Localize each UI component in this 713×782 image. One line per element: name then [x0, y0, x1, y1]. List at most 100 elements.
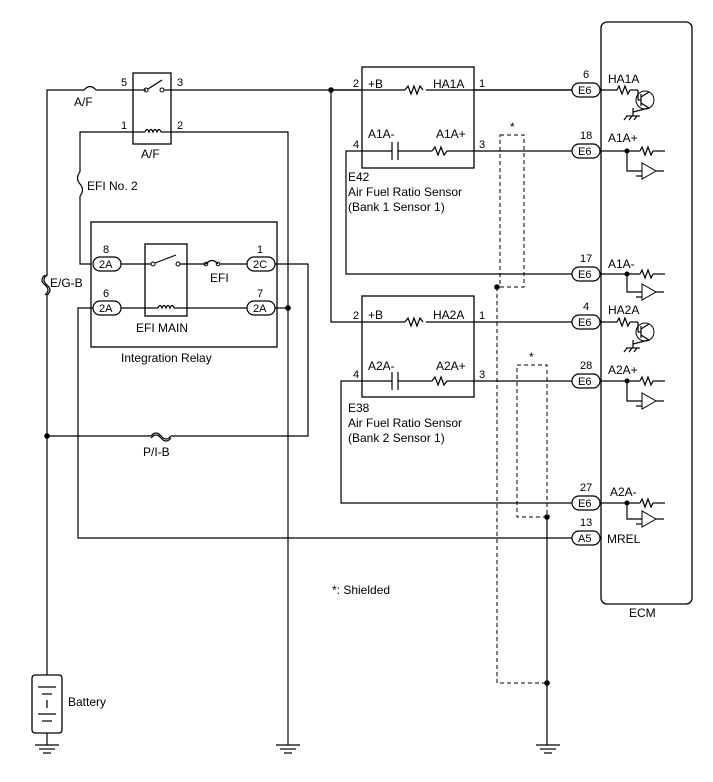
efi-main-switch	[121, 254, 206, 267]
junction-shield-3	[544, 680, 550, 686]
ecm-pin-18: 18	[580, 130, 592, 142]
ir-conn-2a-upper-label: 2A	[99, 259, 113, 271]
sensor1-heater: HA1A	[433, 77, 464, 91]
sensor1-plusb: +B	[368, 77, 383, 91]
ecm-pin-13: 13	[580, 517, 592, 529]
wire-top-rail	[46, 89, 84, 560]
wire-af-coil-2	[171, 131, 289, 745]
sensor2-pos: A2A+	[436, 359, 466, 373]
junction-7	[285, 305, 291, 311]
sensor2-code: E38	[348, 401, 370, 415]
sensor2-box	[361, 295, 475, 398]
sensor1-element	[362, 142, 474, 160]
shield-1	[499, 134, 525, 288]
efi-main-label: EFI MAIN	[136, 321, 188, 335]
ecm-signal-a2a-plus: A2A+	[608, 363, 638, 377]
ecm-signal-ha1a: HA1A	[608, 72, 639, 86]
af-relay-pin-3: 3	[177, 77, 183, 89]
battery-cells	[38, 686, 56, 722]
efi-main-coil	[121, 304, 247, 310]
ecm-heater-driver-1	[600, 84, 655, 121]
ecm-pin-4: 4	[583, 301, 589, 313]
ecm-conn-a5: A5	[578, 533, 591, 545]
ecm-heater-driver-2	[600, 316, 655, 353]
junction-shield-1	[494, 284, 500, 290]
ground-battery	[35, 744, 59, 754]
sensor2-neg: A2A-	[368, 359, 395, 373]
ir-conn-2a-right-label: 2A	[253, 303, 267, 315]
ecm-input-a2a-minus	[600, 497, 665, 528]
wire-af-coil-1	[79, 131, 133, 172]
af-relay-box	[132, 72, 172, 145]
sensor2-plusb: +B	[368, 308, 383, 322]
sensor2-pin-2: 2	[353, 310, 359, 322]
sensor2-position: (Bank 2 Sensor 1)	[348, 431, 445, 445]
ecm-pin-17: 17	[580, 253, 592, 265]
ecm-terminal: 27 E6 A2A-	[571, 482, 637, 511]
ecm-conn-e6-6: E6	[578, 498, 591, 510]
sensor2-pin-4: 4	[353, 369, 359, 381]
ir-pin-7: 7	[257, 288, 263, 300]
sensor1-pin-2: 2	[353, 78, 359, 90]
sensor2-name: Air Fuel Ratio Sensor	[348, 416, 462, 430]
af-relay-pin-2: 2	[177, 120, 183, 132]
sensor1-code: E42	[348, 170, 370, 184]
ecm-label: ECM	[629, 606, 656, 620]
shield-2	[516, 364, 548, 518]
efi-fuse-label: EFI	[210, 271, 229, 285]
sensor1-position: (Bank 1 Sensor 1)	[348, 200, 445, 214]
ecm-signal-a2a-minus: A2A-	[610, 485, 637, 499]
shield-note: *: Shielded	[332, 583, 390, 597]
af-relay-coil	[133, 128, 171, 134]
ecm-box	[600, 21, 693, 605]
af-relay-label: A/F	[141, 147, 160, 161]
sensor1-name: Air Fuel Ratio Sensor	[348, 185, 462, 199]
sensor1-pin-3: 3	[479, 139, 485, 151]
sensor2-element	[362, 372, 474, 390]
wire-s2-plusb	[330, 90, 362, 323]
ecm-pin-6: 6	[583, 69, 589, 81]
sensor1-heater-resistor	[404, 84, 424, 96]
shield-1-marker: *	[510, 120, 515, 134]
sensor1-pin-4: 4	[353, 139, 359, 151]
af-relay-pin-5: 5	[121, 77, 127, 89]
integration-relay-label: Integration Relay	[121, 351, 212, 365]
ecm-pin-28: 28	[580, 360, 592, 372]
ecm-input-a2a-plus	[600, 375, 665, 410]
af-relay-pin-1: 1	[121, 120, 127, 132]
ecm-terminal: 4 E6 HA2A	[571, 301, 639, 330]
efi-no2-fuse	[76, 171, 84, 197]
sensor1-neg: A1A-	[368, 127, 395, 141]
pib-fuse	[150, 432, 172, 440]
wire-mrel	[77, 307, 574, 539]
wire-s2-a2a-minus	[340, 380, 574, 504]
ecm-pin-27: 27	[580, 482, 592, 494]
sensor1-pos: A1A+	[436, 127, 466, 141]
af-relay-switch	[133, 79, 171, 93]
sensor1-pin-1: 1	[479, 78, 485, 90]
pib-label: P/I-B	[143, 445, 170, 459]
af-fuse-label: A/F	[74, 95, 93, 109]
ecm-input-a1a-plus	[600, 145, 665, 180]
ecm-conn-e6-3: E6	[578, 269, 591, 281]
ground-shield	[536, 744, 560, 754]
efi-main-relay-box	[144, 243, 188, 317]
ecm-signal-a1a-minus: A1A-	[608, 257, 635, 271]
wire-pib-right	[171, 430, 309, 437]
ecm-terminal: 6 E6 HA1A	[571, 69, 639, 98]
ecm-signal-a1a-plus: A1A+	[608, 131, 638, 145]
sensor2-pin-1: 1	[479, 310, 485, 322]
wire-efi-no2-down	[79, 196, 93, 265]
junction-pib	[44, 433, 50, 439]
ecm-terminal: 13 A5 MREL	[571, 517, 641, 546]
af-fuse	[83, 85, 97, 91]
eg-b-label: E/G-B	[50, 276, 83, 290]
ground-relay	[276, 744, 300, 754]
ir-pin-8: 8	[103, 244, 109, 256]
ecm-signal-ha2a: HA2A	[608, 303, 639, 317]
junction-shield-2	[544, 514, 550, 520]
wire-2c-out	[275, 263, 309, 430]
ir-conn-2a-lower-label: 2A	[99, 303, 113, 315]
efi-no2-label: EFI No. 2	[87, 179, 138, 193]
